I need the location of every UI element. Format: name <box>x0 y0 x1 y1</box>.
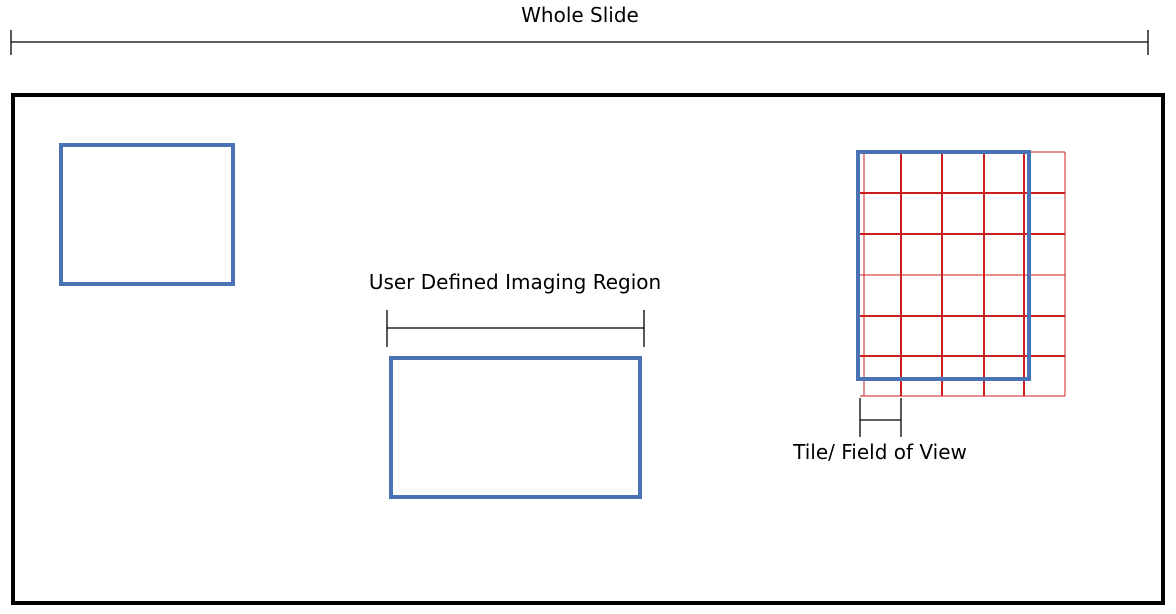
imaging-region-dimension <box>386 310 645 347</box>
imaging-region-left <box>59 143 235 286</box>
whole-slide-border <box>11 93 1165 605</box>
imaging-region-right <box>856 150 1031 381</box>
tile-grid-thin-lines <box>860 151 1066 397</box>
whole-slide-label: Whole Slide <box>521 3 639 27</box>
tile-grid <box>860 151 1066 397</box>
tile-label: Tile/ Field of View <box>792 440 967 464</box>
imaging-region-center <box>389 356 642 499</box>
tile-grid-thick-lines <box>860 152 1065 396</box>
imaging-region-label: User Defined Imaging Region <box>369 270 661 294</box>
whole-slide-dimension <box>10 30 1149 55</box>
tile-dimension <box>859 398 902 437</box>
